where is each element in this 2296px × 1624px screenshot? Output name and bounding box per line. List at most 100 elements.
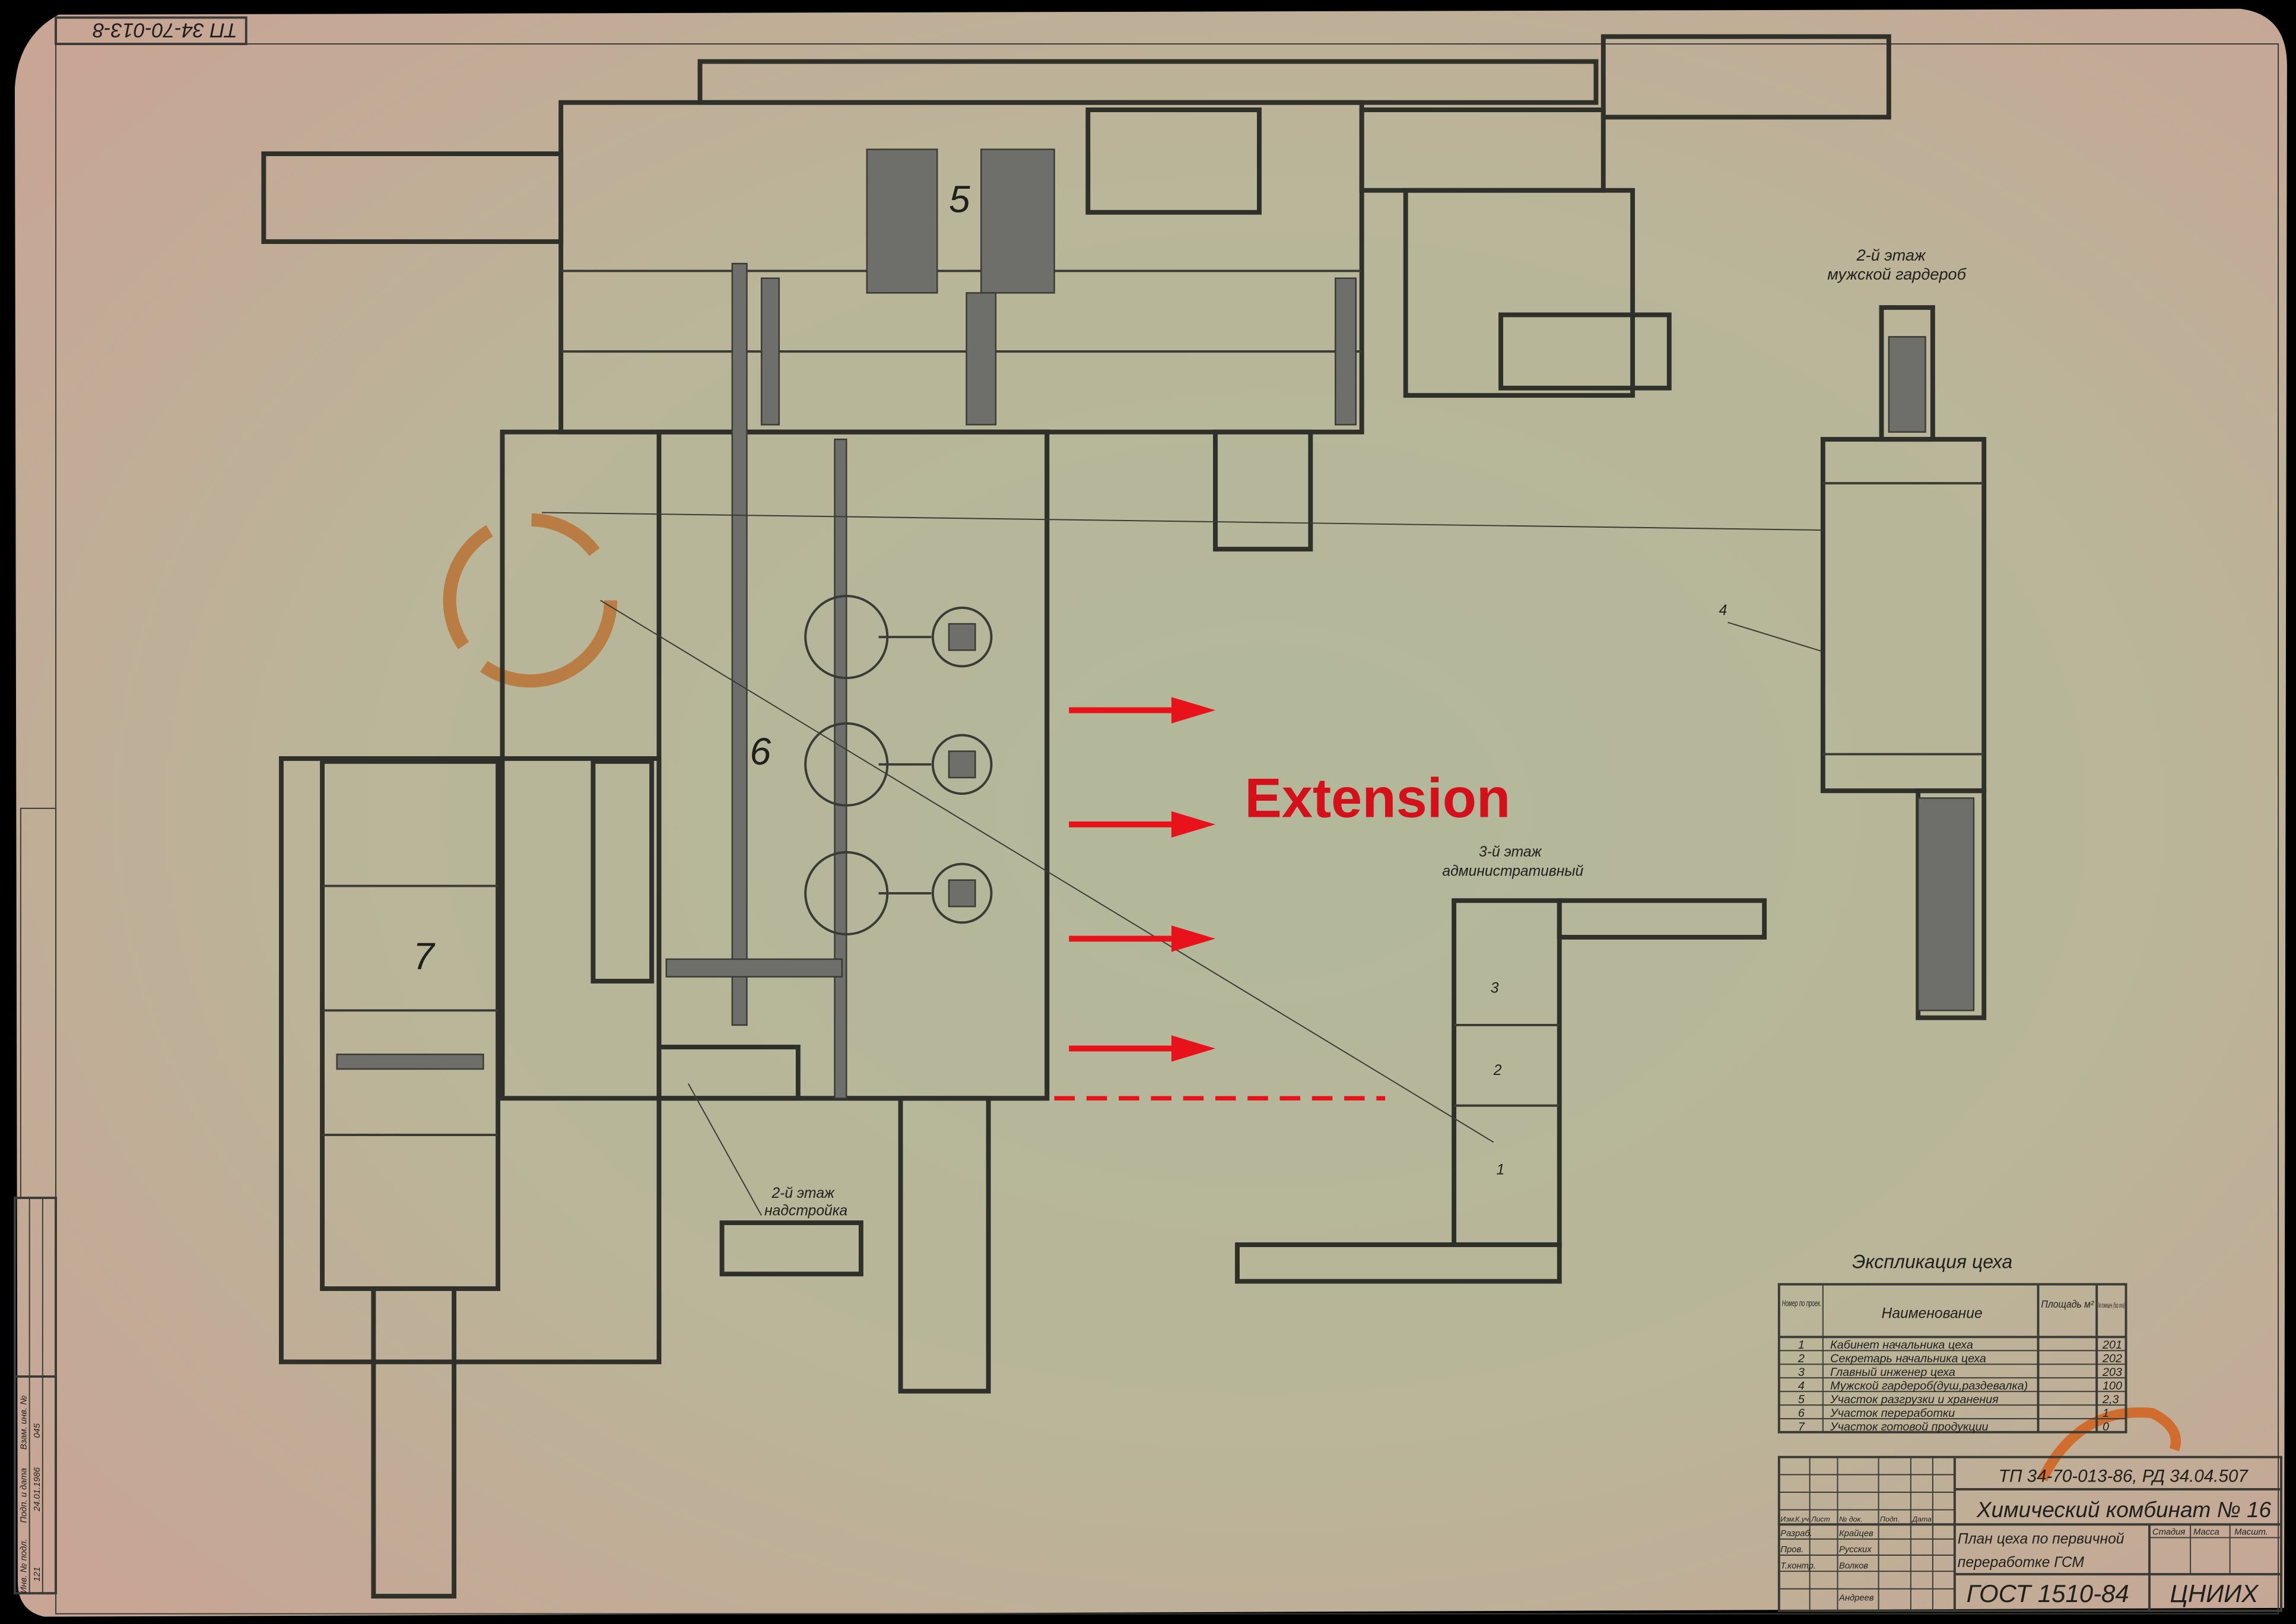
margin-stamp-value: 24.01.1986 [33,1467,42,1512]
coffee-stain [443,513,618,688]
reactor-core [948,750,976,779]
sign-header: Подп. [1880,1515,1900,1523]
structural-fill [1917,797,1975,1011]
sign-header: № док. [1839,1515,1863,1523]
explication-cell-name: Участок переработки [1830,1407,1955,1420]
wall [1498,312,1672,391]
margin-stamp-label: Взам. инв. № [20,1395,29,1450]
structural-fill [731,262,748,1026]
structural-fill [834,438,847,1099]
tank [866,148,938,294]
wall [1600,34,1891,120]
margin-stamp-label: Подп. и дата [20,1468,29,1523]
wall [1403,188,1636,398]
arrowhead-icon [1171,697,1215,724]
explication-cell-name: Участок готовой продукции [1830,1420,1988,1433]
explication-cell-num: 7 [1798,1420,1805,1433]
top-stamp-text: ТП 34-70-013-8 [93,18,237,41]
header-num: Номер по проек. [1782,1299,1822,1309]
wall [590,759,655,984]
explication-cell-num: 1 [1798,1338,1805,1352]
building-number-7: 7 [413,935,436,978]
signer-name: Волков [1839,1561,1868,1571]
arrowhead-icon [1171,925,1215,952]
explication-cell-room: 1 [2103,1407,2109,1420]
floor-label-superstructure-sub: надстройка [764,1203,847,1219]
floor-label-superstructure: 2-й этаж [771,1185,835,1201]
extension-arrows [1069,697,1215,1062]
margin-stamp-label: Инв. № подл. [20,1539,29,1593]
top-stamp: ТП 34-70-013-8 [55,16,247,45]
explication-cell-num: 6 [1798,1407,1805,1420]
drawing-code: ТП 34-70-013-86, РД 34.04.507 [1999,1467,2249,1486]
explication-title: Экспликация цеха [1852,1251,2012,1272]
leader-line [542,512,1823,531]
floor-label-mens-wardrobe: 2-й этаж [1856,246,1926,264]
explication-cell-num: 5 [1798,1393,1805,1406]
floor-label-admin: 3-й этаж [1479,844,1542,860]
gost-standard: ГОСТ 1510-84 [1967,1579,2129,1607]
explication-table: Экспликация цеха Номер по проек. Наимено… [1777,1251,2127,1433]
header-area: Площадь м² [2041,1298,2094,1310]
mass-header: Масса [2193,1528,2219,1537]
explication-cell-room: 2,3 [2102,1393,2119,1406]
building-number-4: 4 [1719,602,1727,618]
wall [656,1045,801,1101]
organization-name: Химический комбинат № 16 [1976,1498,2272,1522]
wall [719,1220,863,1277]
structural-fill [336,1054,484,1070]
reactor-vessel [931,734,993,795]
sign-header: Дата [1911,1515,1932,1523]
arrowhead-icon [1171,811,1215,838]
signer-name: Русских [1839,1545,1872,1555]
room-number: 2 [1493,1062,1502,1079]
reactor-core [948,623,976,651]
wall [261,151,564,245]
scale-header: Масшт. [2234,1528,2268,1537]
signer-name: Андреев [1838,1594,1874,1603]
sign-header: К.уч. [1795,1515,1811,1523]
tank-group [804,595,993,935]
leader-line [600,600,1494,1143]
reactor-vessel [931,606,993,668]
structural-fill [760,277,780,426]
structural-fill [665,958,843,978]
reactor-core [948,879,976,908]
explication-cell-num: 4 [1798,1379,1805,1393]
wall [898,1096,991,1394]
explication-cell-room: 201 [2102,1338,2122,1352]
room-number: 3 [1491,981,1499,997]
sign-header: Лист [1811,1515,1830,1523]
explication-cell-room: 203 [2102,1366,2122,1379]
explication-cell-num: 2 [1798,1352,1805,1365]
tank [980,148,1055,294]
wall [1235,1242,1562,1284]
explication-cell-name: Секретарь начальника цеха [1830,1352,1986,1365]
title-block: ТП 34-70-013-86, РД 34.04.507 Химический… [1777,1455,2282,1612]
institute-name: ЦНИИХ [2170,1579,2260,1607]
leader-line [1727,621,1824,652]
margin-stamp-value: 045 [33,1423,42,1438]
header-name: Наименование [1882,1305,1983,1321]
arrowhead-icon [1171,1035,1215,1062]
extension-label: Extension [1244,767,1510,829]
explication-cell-room: 0 [2103,1420,2109,1433]
drawing-title-line2: переработке ГСМ [1958,1555,2085,1571]
signer-name: Крайцев [1839,1529,1873,1539]
building-walls [261,34,1987,1599]
header-room: № помещен. (бор ота) [2098,1301,2124,1309]
explication-cell-name: Кабинет начальника цеха [1830,1338,1973,1352]
leader-line [687,1083,763,1216]
structural-fill [1335,277,1357,426]
explication-cell-room: 100 [2103,1379,2122,1393]
signer-role: Т.контр. [1780,1561,1816,1571]
wall [371,1286,457,1599]
paper-sheet [14,8,2287,1617]
explication-cell-name: Участок разгрузки и хранения [1830,1393,1999,1406]
drawing-title-line1: План цеха по первичной [1958,1531,2124,1547]
signer-role: Разраб. [1780,1529,1812,1539]
coffee-stain [2038,1407,2181,1482]
sign-header: Изм. [1780,1515,1796,1523]
